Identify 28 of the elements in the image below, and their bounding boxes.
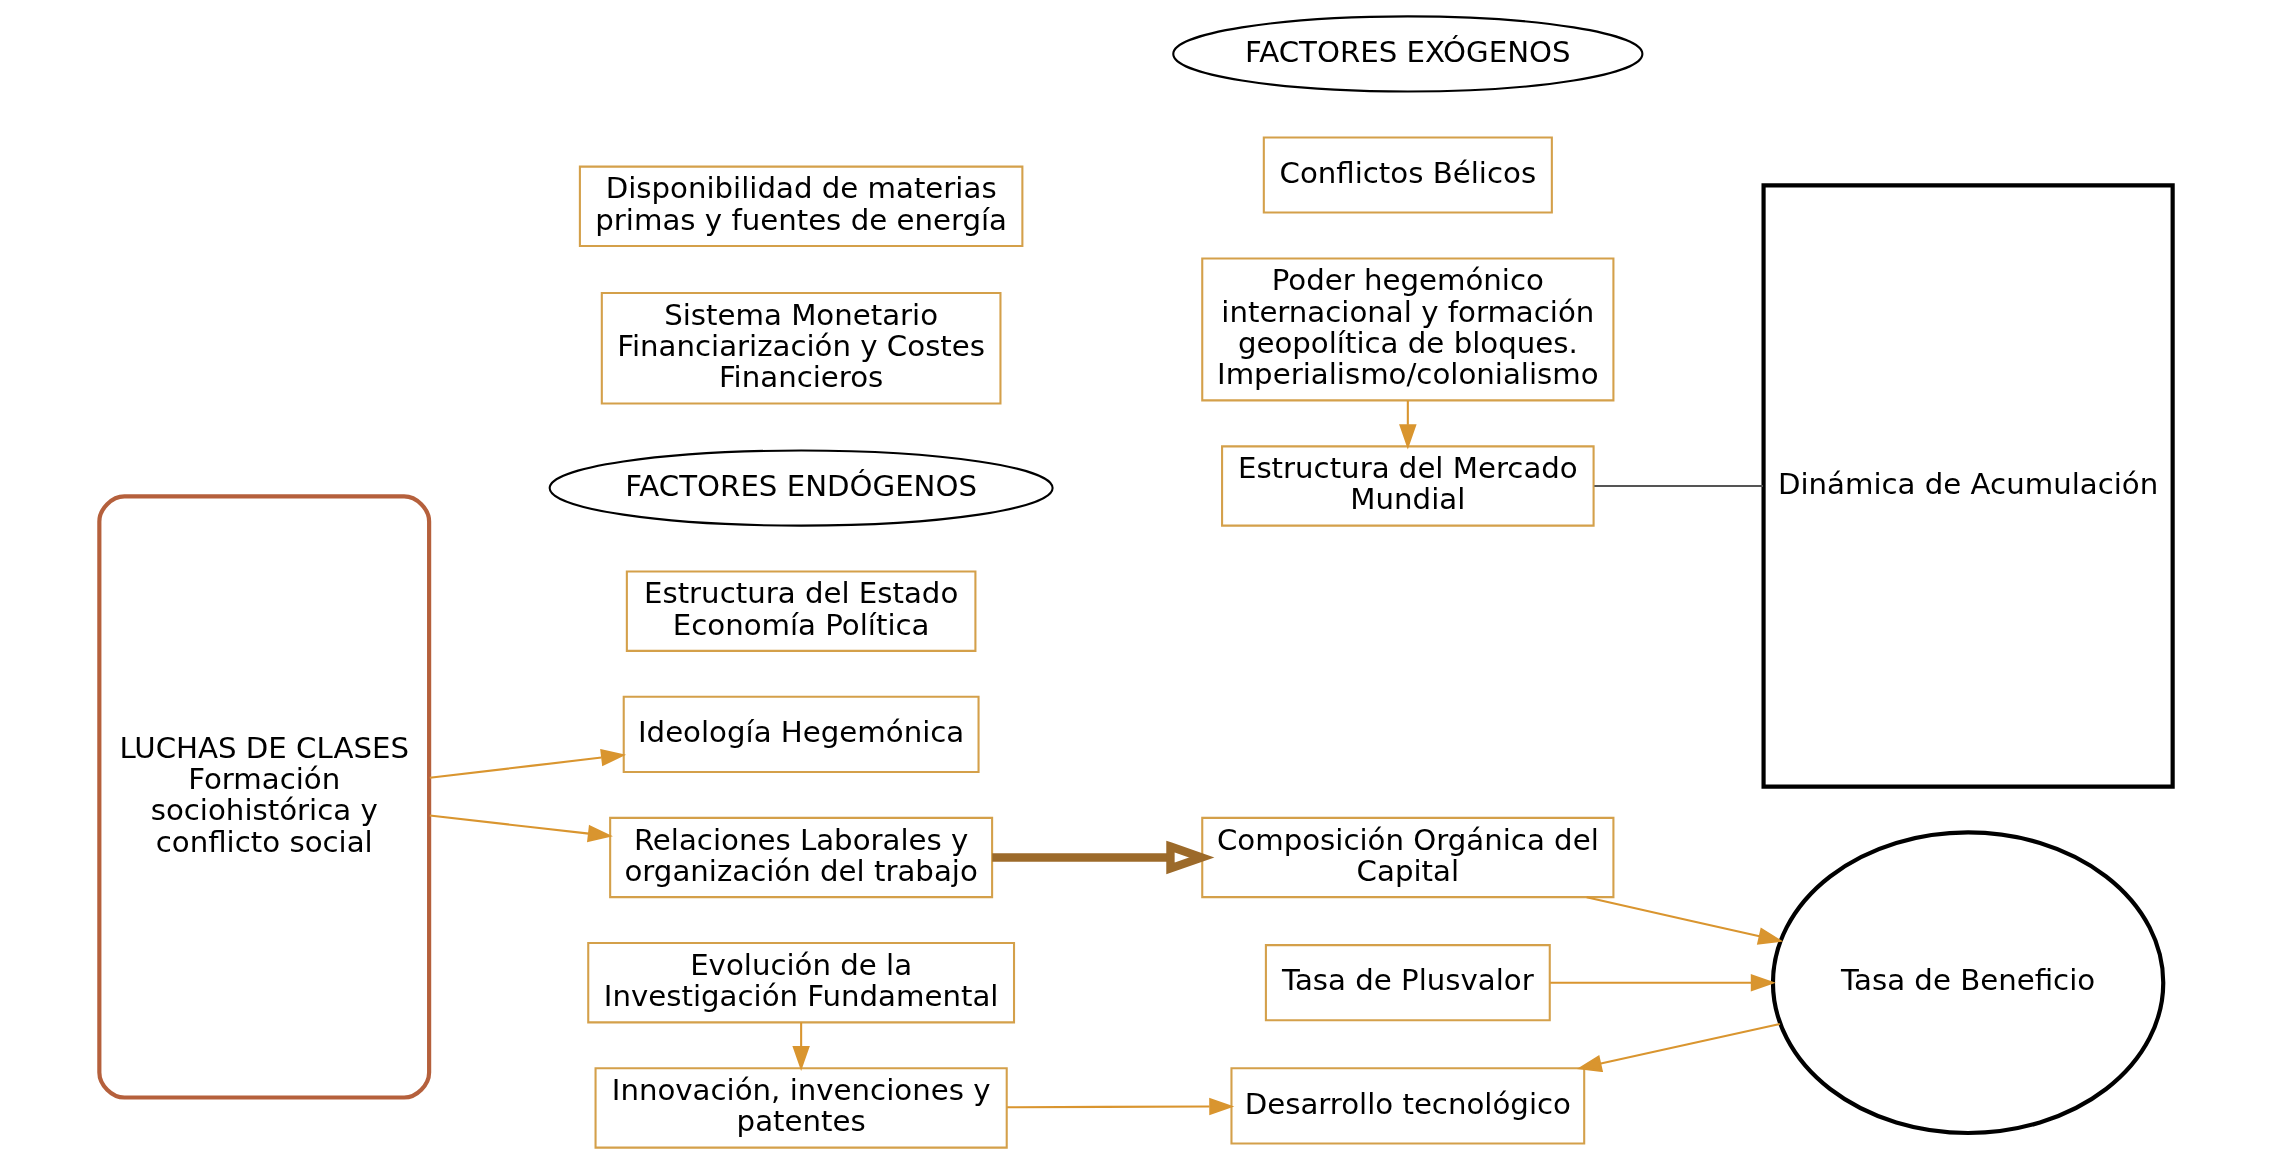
node-box: Ideología Hegemónica [622,695,980,773]
arrow [1007,1097,1235,1116]
node-box: LUCHAS DE CLASES Formación sociohistórica y conflicto social [97,494,432,1100]
node-box: Disponibilidad de materias primas y fuentes de energía [578,165,1024,247]
node-ellipse: FACTORES EXÓGENOS [1172,15,1644,93]
arrow [992,840,1215,875]
node-box: Poder hegemónico internacional y formación geopolítica de bloques. Imperialismo/colonialismo [1201,257,1615,402]
arrow [429,814,613,843]
arrow [792,1022,810,1071]
node-box: Desarrollo tecnológico [1230,1067,1586,1145]
node-ellipse: FACTORES ENDÓGENOS [548,449,1054,527]
node-box: Evolución de la Investigación Fundamental [587,942,1016,1024]
connector [1594,484,1763,488]
arrow [1399,400,1417,450]
node-box: Tasa de Plusvalor [1264,944,1551,1022]
arrow [1576,1022,1780,1073]
node-box: Estructura del Mercado Mundial [1221,445,1595,527]
node-box: Conflictos Bélicos [1262,136,1553,214]
node-box: Composición Orgánica del Capital [1201,816,1615,899]
node-box: Estructura del Estado Economía Política [625,570,977,652]
arrow [429,748,627,779]
node-ellipse: Tasa de Beneficio [1770,830,2166,1136]
node-box: Innovación, invenciones y patentes [594,1067,1008,1149]
node-box: Sistema Monetario Financiarización y Costes Financieros [600,291,1002,405]
arrow [1550,973,1776,992]
node-box: Dinámica de Acumulación [1761,183,2175,789]
arrow [1586,896,1784,945]
node-box: Relaciones Laborales y organización del trabajo [609,816,994,899]
